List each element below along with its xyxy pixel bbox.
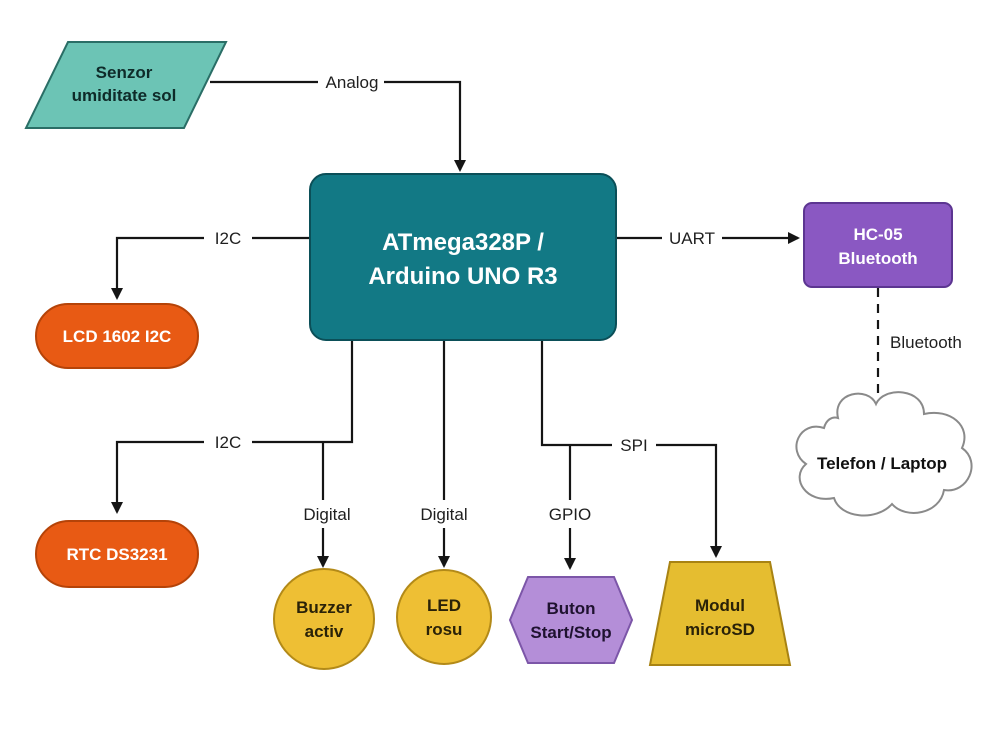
sensor-shape (24, 41, 228, 129)
bt-shape (803, 202, 953, 288)
led-shape (396, 569, 492, 665)
edge-spi (540, 340, 716, 556)
button-label-line1: Buton (546, 599, 595, 618)
sd-shape (648, 561, 792, 666)
edge-i2c-lcd (117, 236, 310, 298)
button-label-line2: Start/Stop (530, 623, 611, 642)
node-phone: Telefon / Laptop (795, 391, 973, 517)
node-sd: Modul microSD (648, 561, 792, 666)
edge-label-i2c-lcd: I2C (215, 229, 241, 248)
node-button: Buton Start/Stop (508, 576, 634, 664)
edge-label-uart: UART (669, 229, 715, 248)
edge-label-bluetooth: Bluetooth (890, 333, 962, 352)
sd-label-line1: Modul (695, 596, 745, 615)
bt-label-line1: HC-05 (853, 225, 902, 244)
led-label-line1: LED (427, 596, 461, 615)
button-shape (508, 576, 634, 664)
rtc-shape (35, 520, 199, 588)
node-rtc: RTC DS3231 (35, 520, 199, 588)
node-sensor: Senzor umiditate sol (24, 41, 228, 129)
edge-label-digital-buzzer: Digital (303, 505, 350, 524)
cloud-icon (795, 391, 973, 517)
sensor-label-line1: Senzor (96, 63, 153, 82)
sensor-label-line2: umiditate sol (72, 86, 177, 105)
led-label-line2: rosu (426, 620, 463, 639)
node-mcu: ATmega328P / Arduino UNO R3 (309, 173, 617, 341)
rtc-label: RTC DS3231 (66, 545, 167, 564)
edge-label-analog: Analog (326, 73, 379, 92)
edge-label-digital-led: Digital (420, 505, 467, 524)
phone-label: Telefon / Laptop (817, 454, 947, 473)
mcu-label-line2: Arduino UNO R3 (368, 263, 557, 290)
edge-analog (210, 80, 460, 170)
lcd-label: LCD 1602 I2C (63, 327, 172, 346)
edge-i2c-rtc (117, 340, 354, 512)
buzzer-label-line2: activ (305, 622, 344, 641)
buzzer-shape (273, 568, 375, 670)
sd-label-line2: microSD (685, 620, 755, 639)
mcu-label-line1: ATmega328P / (382, 229, 544, 256)
edge-label-i2c-rtc: I2C (215, 433, 241, 452)
bt-label-line2: Bluetooth (838, 249, 917, 268)
edge-label-spi: SPI (620, 436, 647, 455)
node-buzzer: Buzzer activ (273, 568, 375, 670)
lcd-shape (35, 303, 199, 369)
node-lcd: LCD 1602 I2C (35, 303, 199, 369)
edge-label-gpio: GPIO (549, 505, 592, 524)
node-led: LED rosu (396, 569, 492, 665)
mcu-shape (309, 173, 617, 341)
buzzer-label-line1: Buzzer (296, 598, 352, 617)
node-bluetooth-module: HC-05 Bluetooth (803, 202, 953, 288)
